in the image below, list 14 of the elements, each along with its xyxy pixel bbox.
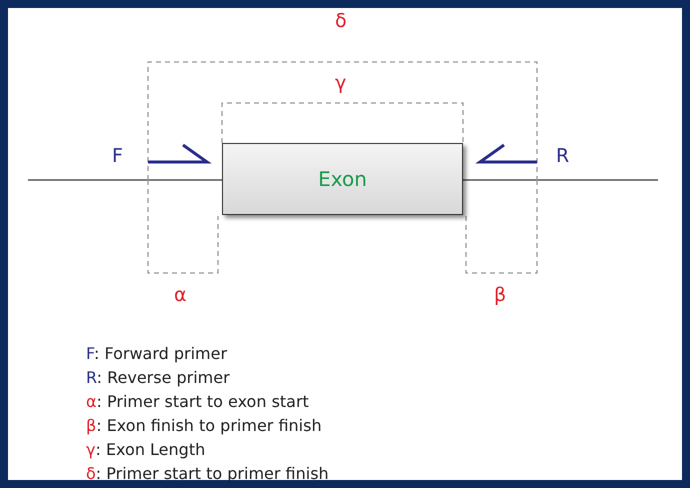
exon-box <box>222 143 463 215</box>
legend-entry: F: Forward primer <box>86 344 228 363</box>
primer-label: R <box>556 145 570 167</box>
dimension-label: δ <box>335 10 347 32</box>
legend-entry: γ: Exon Length <box>86 440 206 459</box>
legend-entry: δ: Primer start to primer finish <box>86 464 329 483</box>
dimension-label: γ <box>335 72 346 94</box>
dimension-label: α <box>174 284 187 306</box>
node-label: Exon <box>318 167 367 191</box>
legend-entry: β: Exon finish to primer finish <box>86 416 322 435</box>
legend-entry: α: Primer start to exon start <box>86 392 309 411</box>
legend-entry: R: Reverse primer <box>86 368 230 387</box>
dimension-label: β <box>494 284 506 306</box>
primer-label: F <box>112 145 123 167</box>
